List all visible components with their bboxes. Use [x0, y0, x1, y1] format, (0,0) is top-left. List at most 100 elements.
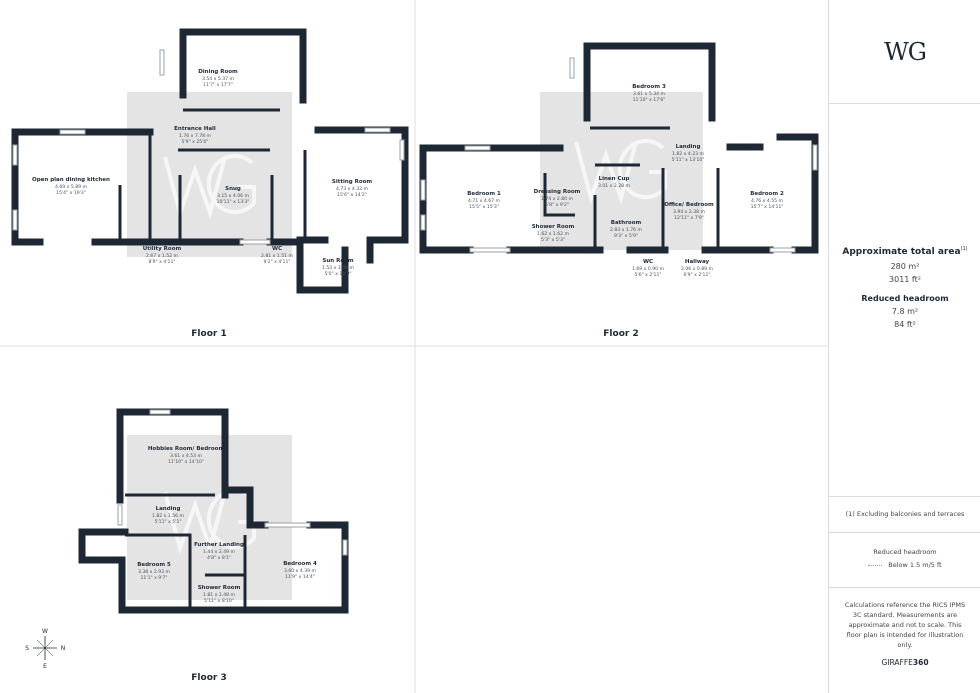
room-metric: 2.67 x 1.52 m	[146, 253, 179, 259]
reduced-headroom-title: Reduced headroom	[861, 294, 949, 303]
room-imperial: 5'8" x 9'2"	[545, 202, 569, 208]
floor-3-plan: Hobbies Room/ Bedroom 3.61 x 4.53 m 11'1…	[78, 408, 349, 683]
room-imperial: 5'0" x 10'0"	[324, 271, 351, 277]
room-name: Bedroom 5	[137, 562, 171, 568]
legend-item: Below 1.5 m/5 ft	[829, 560, 980, 570]
room-imperial: 12'11" x 7'9"	[674, 215, 704, 221]
room-metric: 1.81 x 2.48 m	[203, 592, 236, 598]
footnote: (1) Excluding balconies and terraces	[845, 510, 965, 518]
room-metric: 1.74 x 2.80 m	[541, 196, 574, 202]
floor-label: Floor 2	[603, 329, 638, 339]
room-metric: 4.73 x 4.32 m	[336, 186, 369, 192]
room-metric: 3.60 x 4.39 m	[284, 568, 317, 574]
room-imperial: 5'9" x 25'6"	[181, 139, 208, 145]
room-imperial: 8'9" x 4'11"	[148, 259, 175, 265]
room-imperial: 15'5" x 15'3"	[469, 204, 499, 210]
room-name: Sitting Room	[332, 179, 373, 185]
room-name: Open plan dining kitchen	[32, 177, 110, 183]
brand-logo: WG	[884, 37, 927, 66]
legend-title: Reduced headroom	[873, 548, 937, 556]
room-imperial: 10'11" x 13'3"	[217, 199, 250, 205]
room-metric: 3.94 x 2.38 m	[673, 209, 706, 215]
room-metric: 2.83 x 1.76 m	[610, 227, 643, 233]
room-metric: 2.81 x 1.51 m	[261, 253, 294, 259]
room-metric: 1.76 x 7.78 m	[179, 133, 212, 139]
room-name: Utility Room	[143, 246, 182, 252]
floor-label: Floor 3	[191, 673, 226, 683]
room-metric: 1.53 x 3.06 m	[322, 265, 355, 271]
footnote-section: (1) Excluding balconies and terraces	[829, 496, 980, 533]
room-name: Bathroom	[611, 220, 642, 226]
compass-north: N	[61, 645, 66, 652]
room-name: WC	[643, 259, 653, 265]
room-name: Sun Room	[322, 258, 353, 264]
room-imperial: 9'2" x 4'11"	[263, 259, 290, 265]
room-name: Office/ Bedroom	[664, 202, 714, 208]
room-name: Bedroom 2	[750, 191, 784, 197]
total-area-ft2: 3011 ft²	[889, 275, 921, 284]
room-metric: 3.61 x 4.53 m	[170, 453, 203, 459]
room-imperial: 4'8" x 8'1"	[207, 555, 231, 561]
legend-item-label: Below 1.5 m/5 ft	[888, 561, 942, 569]
legend-section: Reduced headroom Below 1.5 m/5 ft	[829, 533, 980, 588]
floor-plans: Dining Room 3.54 x 5.37 m 11'7" x 17'7" …	[0, 0, 828, 693]
room-metric: 3.01 x 2.28 m	[598, 183, 631, 189]
room-name: Entrance Hall	[174, 126, 216, 132]
room-imperial: 9'3" x 5'9"	[614, 233, 638, 239]
room-name: Hallway	[685, 259, 710, 265]
room-name: Bedroom 1	[467, 191, 501, 197]
giraffe360-logo: GIRAFFE360	[881, 658, 929, 667]
room-name: Dining Room	[198, 69, 238, 75]
room-imperial: 5'3" x 5'3"	[541, 237, 565, 243]
floor-1-plan: Dining Room 3.54 x 5.37 m 11'7" x 17'7" …	[11, 28, 409, 339]
room-metric: 2.06 x 0.89 m	[681, 266, 714, 272]
room-imperial: 5'11" x 8'10"	[204, 598, 234, 604]
total-area-title: Approximate total area	[842, 247, 961, 257]
room-imperial: 15'4" x 19'3"	[56, 190, 86, 196]
room-name: Shower Room	[532, 224, 575, 230]
room-metric: 3.38 x 2.93 m	[138, 569, 171, 575]
compass-east: E	[43, 663, 47, 670]
room-name: WC	[272, 246, 282, 252]
floor-2-plan: Bedroom 3 3.61 x 5.34 m 11'10" x 17'6" L…	[419, 42, 819, 339]
info-sidebar: WG Approximate total area(1) 280 m² 3011…	[828, 0, 980, 693]
room-metric: 4.76 x 4.55 m	[751, 198, 784, 204]
room-imperial: 5'6" x 2'11"	[634, 272, 661, 278]
room-name: Landing	[676, 144, 701, 150]
room-imperial: 11'10" x 17'6"	[633, 97, 666, 103]
disclaimer: Calculations reference the RICS IPMS 3C …	[844, 601, 966, 649]
compass-south: S	[25, 645, 29, 652]
room-name: Snug	[225, 186, 241, 192]
room-imperial: 11'10" x 14'10"	[168, 459, 204, 465]
room-imperial: 11'1" x 9'7"	[140, 575, 167, 581]
area-summary: Approximate total area(1) 280 m² 3011 ft…	[829, 103, 980, 497]
room-name: Shower Room	[198, 585, 241, 591]
room-name: Landing	[156, 506, 181, 512]
room-name: Bedroom 4	[283, 561, 317, 567]
floor-label: Floor 1	[191, 329, 226, 339]
room-imperial: 5'11" x 13'10"	[672, 157, 705, 163]
room-imperial: 15'7" x 14'11"	[751, 204, 784, 210]
room-metric: 4.71 x 4.67 m	[468, 198, 501, 204]
room-imperial: 6'9" x 2'11"	[683, 272, 710, 278]
footnote-marker: (1)	[960, 246, 968, 252]
room-imperial: 11'7" x 17'7"	[203, 82, 233, 88]
compass-icon: W E S N	[25, 628, 65, 670]
room-name: Linen Cup	[599, 176, 630, 182]
room-metric: 3.54 x 5.37 m	[202, 76, 235, 82]
room-metric: 1.62 x 1.62 m	[537, 231, 570, 237]
dotted-line-icon	[868, 564, 883, 566]
logo-section: WG	[829, 0, 980, 104]
total-area-m2: 280 m²	[890, 262, 920, 271]
reduced-headroom-m2: 7.8 m²	[891, 307, 919, 316]
room-name: Bedroom 3	[632, 84, 666, 90]
room-metric: 1.69 x 0.90 m	[632, 266, 665, 272]
disclaimer-section: Calculations reference the RICS IPMS 3C …	[829, 588, 980, 693]
reduced-headroom-ft2: 84 ft²	[894, 320, 916, 329]
room-imperial: 11'9" x 14'4"	[285, 574, 315, 580]
room-name: Dressing Room	[534, 189, 581, 195]
room-imperial: 5'11" x 5'1"	[154, 519, 181, 525]
room-metric: 1.44 x 2.49 m	[203, 549, 236, 555]
room-metric: 3.15 x 4.06 m	[217, 193, 250, 199]
room-metric: 1.82 x 1.56 m	[152, 513, 185, 519]
